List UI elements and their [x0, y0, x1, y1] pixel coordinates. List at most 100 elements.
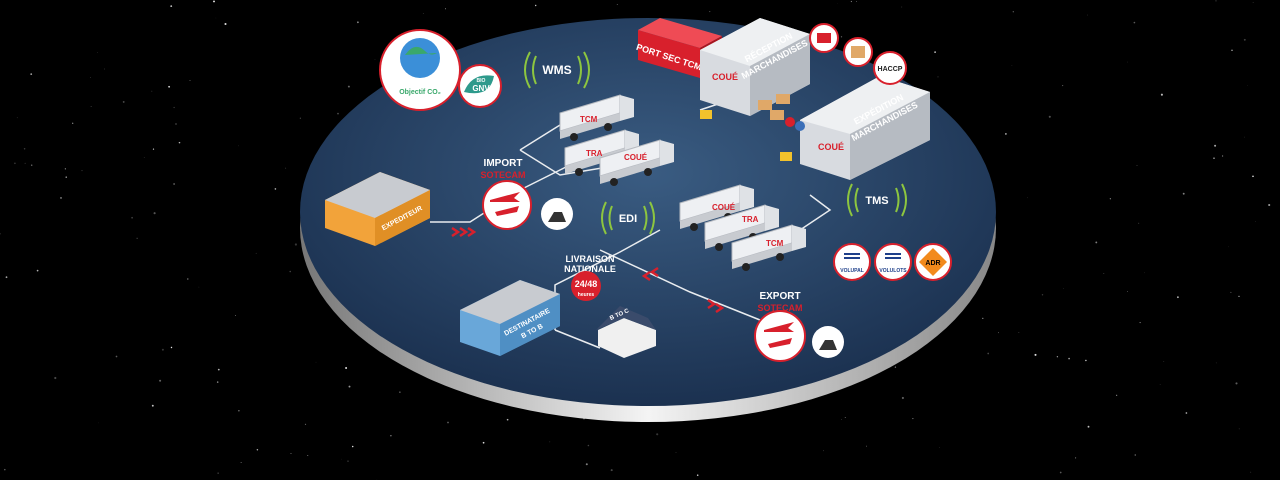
gnv-label: GNV	[472, 84, 490, 93]
star	[585, 463, 588, 466]
star	[1252, 175, 1254, 178]
star	[1231, 49, 1233, 51]
star	[1235, 382, 1238, 385]
star	[1127, 61, 1128, 63]
star	[1034, 353, 1037, 356]
star	[998, 332, 999, 334]
star	[1160, 93, 1163, 96]
star	[841, 419, 842, 420]
star	[534, 4, 537, 7]
star	[290, 452, 292, 455]
star	[216, 381, 219, 383]
star	[675, 452, 677, 453]
airplane-icon	[490, 192, 520, 202]
star	[198, 286, 200, 288]
star	[1012, 11, 1014, 13]
camera-icon	[817, 33, 831, 43]
star	[1095, 241, 1098, 244]
star	[1268, 203, 1271, 207]
star	[390, 434, 392, 437]
star	[136, 237, 138, 239]
star	[1018, 332, 1020, 333]
star	[97, 52, 98, 53]
star	[1182, 192, 1185, 195]
star	[840, 36, 843, 38]
star	[1247, 84, 1248, 86]
star	[5, 276, 8, 279]
tra-label-1: TRA	[586, 149, 603, 158]
forklift-icon	[700, 110, 792, 161]
star	[549, 441, 551, 443]
star	[255, 252, 257, 254]
star	[1163, 361, 1165, 362]
product-badges: VOLUPAL VOLULOTS ADR	[833, 243, 952, 281]
star	[4, 468, 6, 471]
ship-icon	[768, 338, 792, 348]
star	[1214, 144, 1217, 147]
star	[64, 168, 66, 170]
gnv-badge: BIO GNV	[458, 64, 502, 108]
livraison-block: LIVRAISON NATIONALE 24/48 heures	[564, 254, 616, 301]
objectif-co2-label: Objectif CO₂	[399, 89, 441, 96]
edi-label: EDI	[619, 213, 637, 225]
star	[1075, 457, 1077, 459]
star	[374, 58, 376, 60]
pallet-area	[758, 94, 805, 131]
star	[1062, 85, 1064, 87]
export-block: EXPORT SOTECAM	[754, 291, 844, 362]
coue-label-2: COUÉ	[818, 142, 844, 152]
star	[987, 352, 990, 355]
import-trucks: TCM TRA COUÉ	[559, 94, 675, 187]
star	[256, 449, 259, 451]
star	[823, 450, 824, 452]
star	[307, 454, 309, 456]
star	[610, 469, 613, 472]
wms-label: WMS	[542, 63, 571, 77]
star	[1230, 291, 1232, 293]
star	[1238, 428, 1240, 430]
star	[168, 85, 171, 88]
star	[60, 197, 62, 199]
star	[866, 445, 867, 447]
star	[1134, 454, 1136, 456]
star	[173, 183, 176, 185]
star	[1176, 296, 1179, 299]
star	[122, 100, 125, 103]
star	[901, 396, 904, 400]
export-label: EXPORT	[759, 291, 800, 302]
star	[30, 164, 33, 166]
star	[1109, 198, 1111, 200]
globe-icon	[400, 38, 440, 78]
star	[72, 122, 74, 124]
star	[1238, 295, 1240, 298]
star	[178, 141, 181, 144]
star	[482, 441, 485, 444]
star	[1252, 2, 1254, 3]
port-sec-containers: PORT SEC TCM	[635, 18, 722, 78]
expediteur-building: EXPEDITEUR	[325, 172, 430, 246]
star	[1222, 155, 1224, 157]
star	[1011, 65, 1013, 66]
livraison-label-2: NATIONALE	[564, 264, 616, 274]
star	[587, 444, 590, 447]
star	[1243, 38, 1246, 41]
star	[289, 270, 291, 273]
star	[345, 367, 348, 369]
star	[709, 11, 711, 13]
star	[934, 51, 936, 53]
star	[616, 4, 618, 5]
star	[0, 233, 1, 235]
coue-label-1: COUÉ	[712, 72, 738, 82]
haccp-label: HACCP	[878, 66, 903, 73]
star	[115, 355, 118, 358]
star	[656, 433, 659, 436]
star	[351, 445, 354, 448]
star	[1215, 0, 1217, 2]
star	[36, 269, 39, 272]
star	[175, 123, 177, 125]
star	[14, 162, 16, 165]
star	[189, 79, 191, 81]
star	[90, 106, 92, 107]
star	[1185, 412, 1188, 414]
